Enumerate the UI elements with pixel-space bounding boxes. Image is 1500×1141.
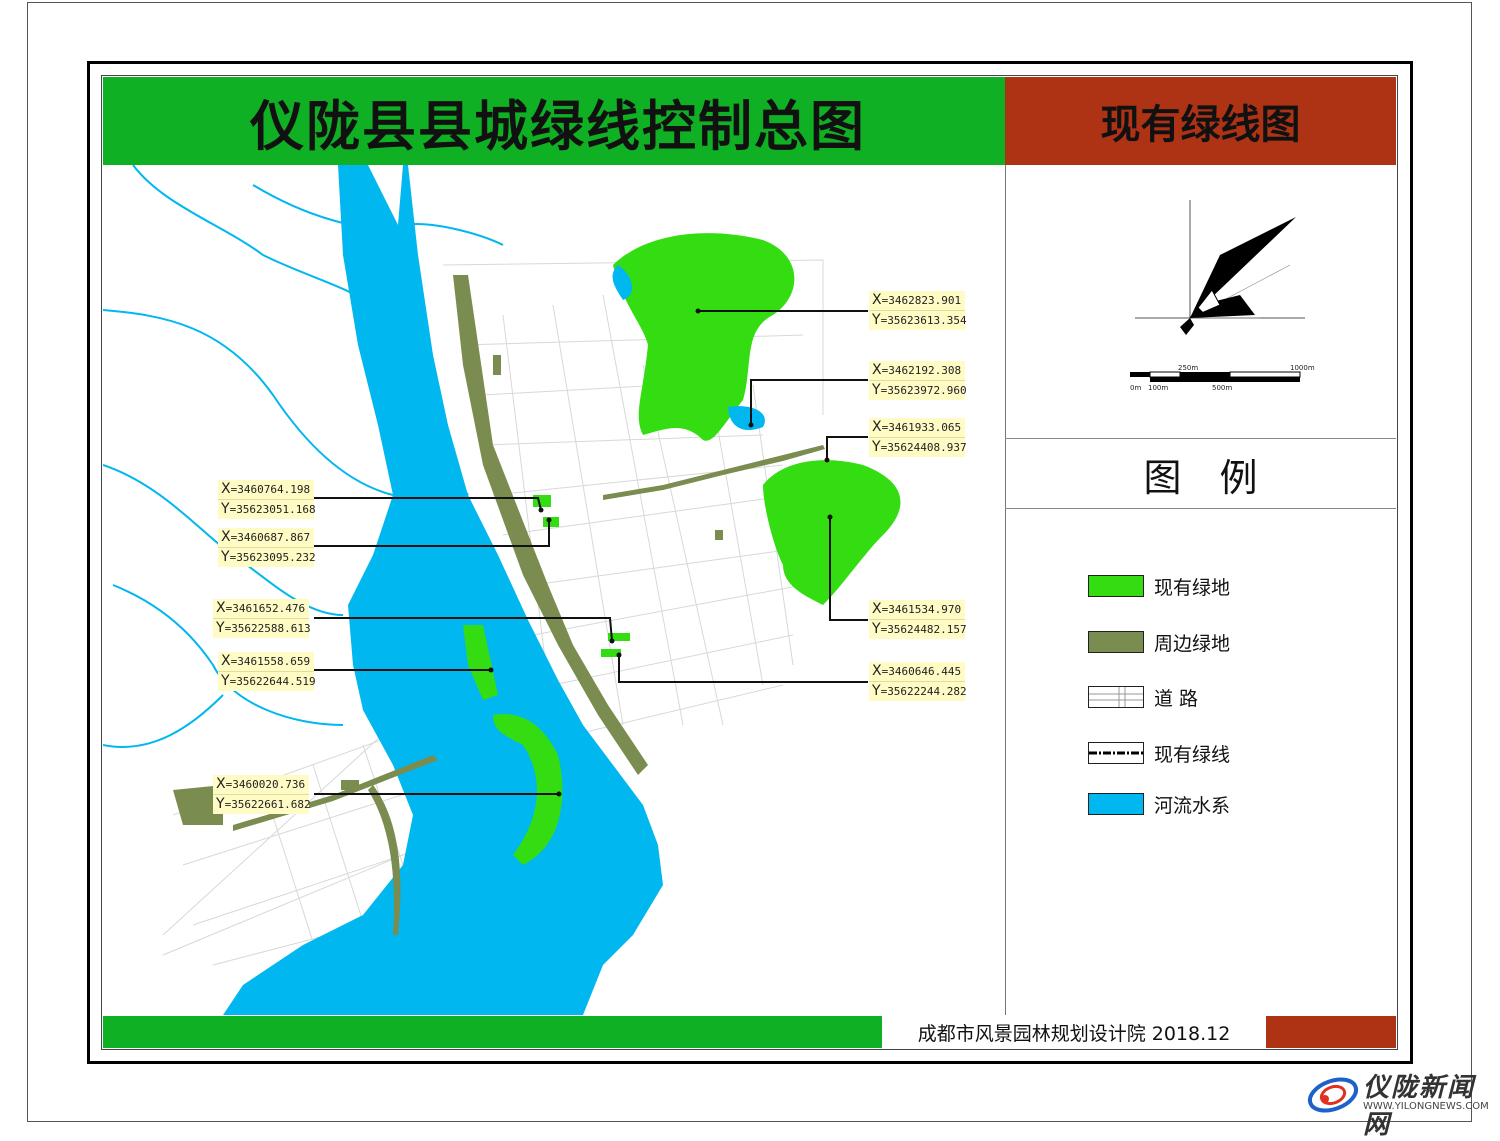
coord-label: X=3460687.867 Y=35623095.232 <box>218 528 316 567</box>
footer-red-bar <box>1266 1016 1396 1048</box>
coord-x: 3461558.659 <box>237 655 311 668</box>
legend-item-road: 道 路 <box>1088 685 1199 710</box>
site-logo-icon <box>1307 1077 1359 1113</box>
existing-green-swatch <box>1088 575 1144 597</box>
coord-x: 3460687.867 <box>237 531 311 544</box>
coord-y: 35622588.613 <box>231 622 311 635</box>
coord-y: 35622244.282 <box>887 685 967 698</box>
coord-y: 35623972.960 <box>887 384 967 397</box>
peripheral-riverbank <box>453 275 648 775</box>
legend-item-river: 河流水系 <box>1088 792 1231 817</box>
coord-label: X=3461534.970 Y=35624482.157 <box>869 600 967 639</box>
legend-item-peripheral-green: 周边绿地 <box>1088 630 1231 655</box>
legend-divider-bottom <box>1005 508 1396 509</box>
green-area-east <box>763 460 901 605</box>
river-island <box>368 165 403 225</box>
scale-label-100: 100m <box>1148 384 1168 392</box>
panel-divider <box>1005 165 1006 1015</box>
green-area-north <box>613 233 795 441</box>
watermark: 仪陇新闻网 WWW.YILONGNEWS.COM <box>1305 1065 1495 1140</box>
coord-y: 35622644.519 <box>236 675 316 688</box>
coord-y: 35623051.168 <box>236 503 316 516</box>
coord-label: X=3460020.736 Y=35622661.682 <box>213 775 311 814</box>
main-river <box>223 165 663 1015</box>
coord-x: 3460646.445 <box>888 665 962 678</box>
map-canvas <box>103 165 901 1015</box>
green-area-south-1 <box>463 625 498 700</box>
peripheral-southwest <box>173 785 223 825</box>
coord-label: X=3460646.445 Y=35622244.282 <box>869 662 967 701</box>
scale-label-500: 500m <box>1212 384 1232 392</box>
scale-label-0: 0m <box>1130 384 1141 392</box>
legend-item-green-line: 现有绿线 <box>1088 741 1231 766</box>
scale-label-250: 250m <box>1178 364 1198 372</box>
legend-divider-top <box>1005 438 1396 439</box>
coord-label: X=3461558.659 Y=35622644.519 <box>218 652 316 691</box>
footer-green-bar <box>103 1016 882 1048</box>
watermark-url: WWW.YILONGNEWS.COM <box>1363 1101 1489 1112</box>
coord-label: X=3460764.198 Y=35623051.168 <box>218 480 316 519</box>
leader-lines <box>314 310 868 795</box>
subtitle-bar: 现有绿线图 <box>1005 77 1396 165</box>
coord-x: 3462192.308 <box>888 364 962 377</box>
coord-label: X=3461652.476 Y=35622588.613 <box>213 599 311 638</box>
existing-green-areas <box>463 233 901 865</box>
legend-title: 图 例 <box>1143 455 1258 500</box>
coord-x: 3461534.970 <box>888 603 962 616</box>
scale-bar: 250m 1000m 0m 100m 500m <box>1130 364 1315 392</box>
legend-label: 周边绿地 <box>1154 632 1231 655</box>
coord-y: 35623613.354 <box>887 314 967 327</box>
legend-label: 道 路 <box>1154 687 1199 710</box>
coord-x: 3461933.065 <box>888 421 962 434</box>
outer-frame <box>27 2 1472 1122</box>
legend-label: 现有绿线 <box>1154 743 1231 766</box>
coord-y: 35623095.232 <box>236 551 316 564</box>
coord-y: 35624408.937 <box>887 441 967 454</box>
footer-credit: 成都市风景园林规划设计院 2018.12 <box>917 1022 1231 1045</box>
leader-dots <box>488 308 833 797</box>
coord-label: X=3461933.065 Y=35624408.937 <box>869 418 967 457</box>
green-area-south-2 <box>493 714 563 865</box>
coord-y: 35624482.157 <box>887 623 967 636</box>
coord-y: 35622661.682 <box>231 798 311 811</box>
road-swatch <box>1088 686 1144 708</box>
north-arrow-icon <box>1135 200 1305 335</box>
inner-frame <box>87 61 1413 1064</box>
tributary-lines <box>103 165 504 748</box>
coord-x: 3460764.198 <box>237 483 311 496</box>
map-title: 仪陇县县城绿线控制总图 <box>250 94 866 158</box>
legend-label: 现有绿地 <box>1154 576 1231 599</box>
map-subtitle: 现有绿线图 <box>1100 102 1301 148</box>
legend-item-existing-green: 现有绿地 <box>1088 574 1231 599</box>
coord-x: 3462823.901 <box>888 294 962 307</box>
coord-x: 3461652.476 <box>232 602 306 615</box>
coord-label: X=3462823.901 Y=35623613.354 <box>869 291 967 330</box>
coord-label: X=3462192.308 Y=35623972.960 <box>869 361 967 400</box>
scale-label-1000: 1000m <box>1290 364 1315 372</box>
peripheral-green-swatch <box>1088 631 1144 653</box>
legend-label: 河流水系 <box>1154 794 1231 817</box>
pond-central <box>728 406 765 431</box>
title-bar: 仪陇县县城绿线控制总图 <box>103 77 1005 165</box>
green-line-swatch <box>1088 742 1144 764</box>
pond-north <box>612 265 633 300</box>
river-swatch <box>1088 793 1144 815</box>
coord-x: 3460020.736 <box>232 778 306 791</box>
